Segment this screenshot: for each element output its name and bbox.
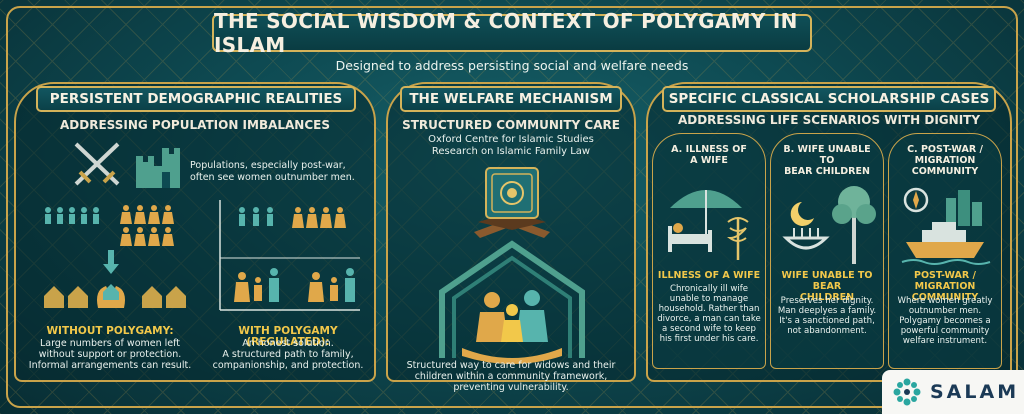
case-c-text-5: welfare instrument. [902, 336, 988, 346]
moon-cradle-tree-icon [782, 186, 876, 264]
with-polygamy-line-2: A structured path to family, [222, 349, 354, 360]
source-line-2: Research on Islamic Family Law [431, 146, 591, 157]
crossed-swords-icon [74, 142, 120, 186]
case-a-text-5: a second wife to keep [662, 324, 756, 334]
subtitle: Designed to address persisting social an… [335, 58, 689, 73]
panel-welfare-title: THE WELFARE MECHANISM [400, 86, 622, 112]
umbrella-bed-caduceus-icon [668, 190, 749, 260]
case-c-text-4: powerful community [900, 326, 990, 336]
case-a-label-line-2: A WIFE [690, 155, 728, 166]
with-polygamy-title: WITH POLYGAMY (REGULATED): [238, 325, 338, 348]
case-a-text-3: household. Rather than [658, 304, 760, 314]
panel-demographics [14, 82, 376, 382]
case-b-text-4: not abandonment. [787, 326, 867, 336]
welfare-footer-line-3: preventing vulnerability. [453, 382, 569, 393]
intro-line-2: often see women outnumber men. [190, 172, 355, 183]
case-a-text-2: unable to manage [669, 294, 749, 304]
welfare-footer-line-1: Structured way to care for widows and th… [406, 360, 616, 371]
case-a-text-4: divorce, a man can take [657, 314, 761, 324]
without-polygamy-line-1: Large numbers of women left [39, 338, 181, 349]
main-title: THE SOCIAL WISDOM & CONTEXT OF POLYGAMY … [212, 9, 812, 57]
panel-scholarship-title: SPECIFIC CLASSICAL SCHOLARSHIP CASES [662, 86, 996, 112]
without-polygamy-line-3: Informal arrangements can result. [28, 360, 192, 371]
case-c-label-line-1: C. POST-WAR / [907, 144, 983, 155]
case-c-label-line-3: COMMUNITY [911, 166, 979, 177]
compass-ship-city-icon [901, 187, 991, 265]
population-imbalance-icon [44, 205, 186, 308]
panel-scholarship-heading: ADDRESSING LIFE SCENARIOS WITH DIGNITY [677, 113, 981, 127]
case-a-text-1: Chronically ill wife [669, 284, 749, 294]
ruined-castle-icon [136, 148, 180, 188]
with-polygamy-line-3: companionship, and protection. [212, 360, 364, 371]
case-b-text-1: Preserves her dignity. [780, 296, 874, 306]
without-polygamy-title: WITHOUT POLYGAMY: [46, 325, 174, 337]
welfare-footer-line-2: children within a community framework, [414, 371, 608, 382]
case-c-caption-line-1: POST-WAR / MIGRATION [914, 270, 976, 292]
case-c-text-2: outnumber men. [908, 306, 982, 316]
panel-demographics-heading: ADDRESSING POPULATION IMBALANCES [60, 118, 330, 132]
case-a-text-6: his first under his care. [659, 334, 759, 344]
case-b-caption-line-1: WIFE UNABLE TO BEAR [781, 270, 873, 292]
case-c-label-line-2: MIGRATION [914, 155, 976, 166]
community-house-family-icon [439, 240, 585, 364]
with-polygamy-line-1: An honest solution. [242, 338, 334, 349]
without-polygamy-line-2: without support or protection. [38, 349, 182, 360]
case-b-text-3: It's a sanctioned path, [779, 316, 875, 326]
case-b-label-line-1: B. WIFE UNABLE TO [783, 144, 871, 166]
salam-logo-text: SALAM [930, 381, 1020, 403]
case-a-label-line-1: A. ILLNESS OF [671, 144, 747, 155]
panel-demographics-title: PERSISTENT DEMOGRAPHIC REALITIES [36, 86, 356, 112]
panel-welfare-heading: STRUCTURED COMMUNITY CARE [402, 118, 620, 132]
quran-book-icon [474, 167, 550, 238]
salam-logo: SALAM [882, 370, 1024, 414]
case-a-caption: ILLNESS OF A WIFE [657, 270, 761, 281]
case-b-caption-line-2: CHILDREN [799, 292, 855, 303]
outer-frame [6, 6, 1018, 408]
source-line-1: Oxford Centre for Islamic Studies [428, 134, 594, 145]
case-c-text-3: Polygamy becomes a [899, 316, 991, 326]
case-c-text-1: Where women greatly [897, 296, 993, 306]
case-b-label-line-2: BEAR CHILDREN [784, 166, 870, 177]
intro-line-1: Populations, especially post-war, [190, 160, 346, 171]
salam-logo-icon [893, 378, 921, 406]
case-b-text-2: Man deeplyes a family. [777, 306, 877, 316]
family-chart-icon [219, 200, 360, 311]
case-c-caption-line-2: COMMUNITY [911, 292, 979, 303]
